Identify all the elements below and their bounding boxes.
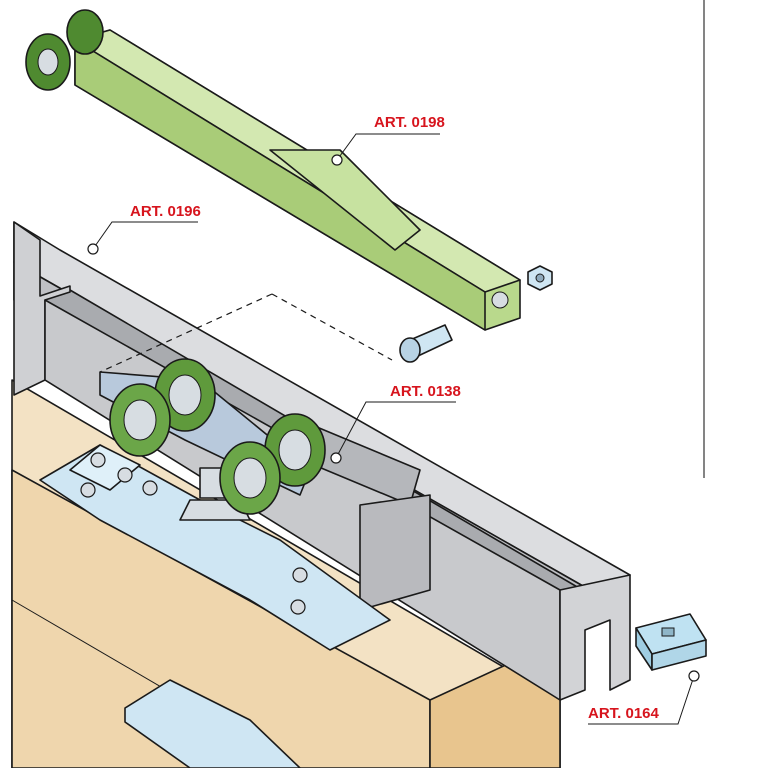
callout-art-0198: ART. 0198	[331, 114, 445, 166]
trolley-wheels	[109, 358, 326, 515]
cap-screw	[399, 324, 453, 363]
bracket-rollers	[25, 9, 104, 91]
svg-text:ART. 0138: ART. 0138	[390, 383, 461, 400]
trolley-carriage	[99, 358, 326, 521]
svg-text:ART. 0164: ART. 0164	[588, 705, 660, 722]
svg-text:ART. 0196: ART. 0196	[130, 203, 201, 220]
callout-art-0138: ART. 0138	[330, 383, 461, 464]
damper-bracket	[25, 9, 521, 331]
plate-screw-heads	[80, 452, 308, 615]
lower-plate-fragment	[124, 679, 301, 768]
svg-text:ART. 0198: ART. 0198	[374, 114, 445, 131]
mounting-plate	[39, 444, 391, 651]
assembly-dashed-line	[99, 293, 393, 373]
callout-art-0196: ART. 0196	[87, 203, 201, 255]
callout-art-0164: ART. 0164	[588, 670, 700, 725]
end-cap	[635, 613, 707, 671]
hex-nut	[527, 265, 553, 291]
